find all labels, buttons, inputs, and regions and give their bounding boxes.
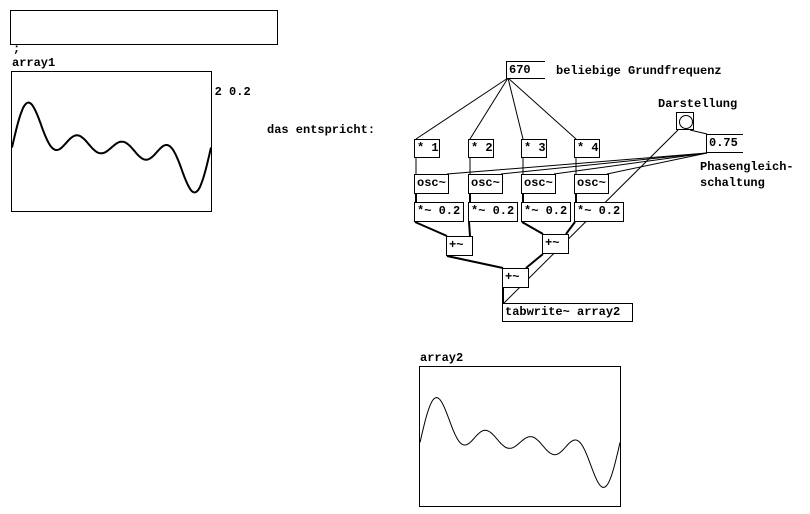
array1-graph[interactable]: [11, 71, 212, 212]
multiplier-4[interactable]: * 4: [574, 139, 600, 158]
control-wire: [553, 152, 708, 175]
display-bang-button[interactable]: [676, 112, 694, 130]
oscillator-1[interactable]: osc~: [414, 174, 449, 194]
control-wire: [469, 77, 509, 140]
oscillator-3[interactable]: osc~: [521, 174, 556, 194]
control-wire: [507, 77, 577, 140]
control-wire: [689, 129, 708, 135]
phase-number-box[interactable]: 0.75: [706, 134, 743, 153]
control-wire: [606, 152, 708, 175]
array2-graph[interactable]: [419, 366, 621, 507]
equivalent-comment: das entspricht:: [267, 123, 376, 137]
signal-wire: [468, 221, 471, 237]
bang-circle-icon: [679, 115, 693, 129]
signal-wire: [565, 221, 576, 235]
multiplier-1[interactable]: * 1: [414, 139, 440, 158]
control-wire: [507, 77, 524, 140]
sinesum-message-box[interactable]: ; array1 sinesum 64 0.2 0.2 0.2 0.2: [10, 10, 278, 99]
message-line-1: ;: [13, 42, 21, 56]
gain-2[interactable]: *~ 0.2: [468, 202, 518, 222]
gain-3[interactable]: *~ 0.2: [521, 202, 571, 222]
waveform-curve: [12, 101, 211, 194]
array1-waveform: [12, 101, 211, 194]
oscillator-4[interactable]: osc~: [574, 174, 609, 194]
frequency-comment: beliebige Grundfrequenz: [556, 64, 722, 78]
signal-wire: [446, 255, 504, 269]
array2-label: array2: [420, 351, 464, 365]
signal-wire: [414, 221, 448, 237]
waveform-curve: [420, 397, 620, 488]
tabwrite-object[interactable]: tabwrite~ array2: [502, 303, 633, 322]
adder-left[interactable]: +~: [446, 236, 473, 256]
oscillator-2[interactable]: osc~: [468, 174, 503, 194]
signal-wire: [521, 221, 544, 235]
multiplier-2[interactable]: * 2: [468, 139, 494, 158]
array1-label: array1: [12, 56, 56, 70]
phase-comment-2: schaltung: [700, 176, 765, 190]
display-comment: Darstellung: [658, 97, 738, 111]
frequency-number-box[interactable]: 670: [506, 61, 545, 79]
adder-right[interactable]: +~: [542, 234, 569, 254]
multiplier-3[interactable]: * 3: [521, 139, 547, 158]
array2-waveform: [420, 397, 620, 488]
frequency-value: 670: [509, 63, 531, 77]
control-wire: [415, 77, 509, 140]
adder-final[interactable]: +~: [502, 268, 529, 288]
control-wire: [500, 152, 708, 175]
gain-4[interactable]: *~ 0.2: [574, 202, 624, 222]
phase-value: 0.75: [709, 136, 738, 150]
signal-wire: [525, 253, 544, 269]
control-wire: [446, 152, 708, 175]
gain-1[interactable]: *~ 0.2: [414, 202, 464, 222]
phase-comment-1: Phasengleich-: [700, 160, 794, 174]
